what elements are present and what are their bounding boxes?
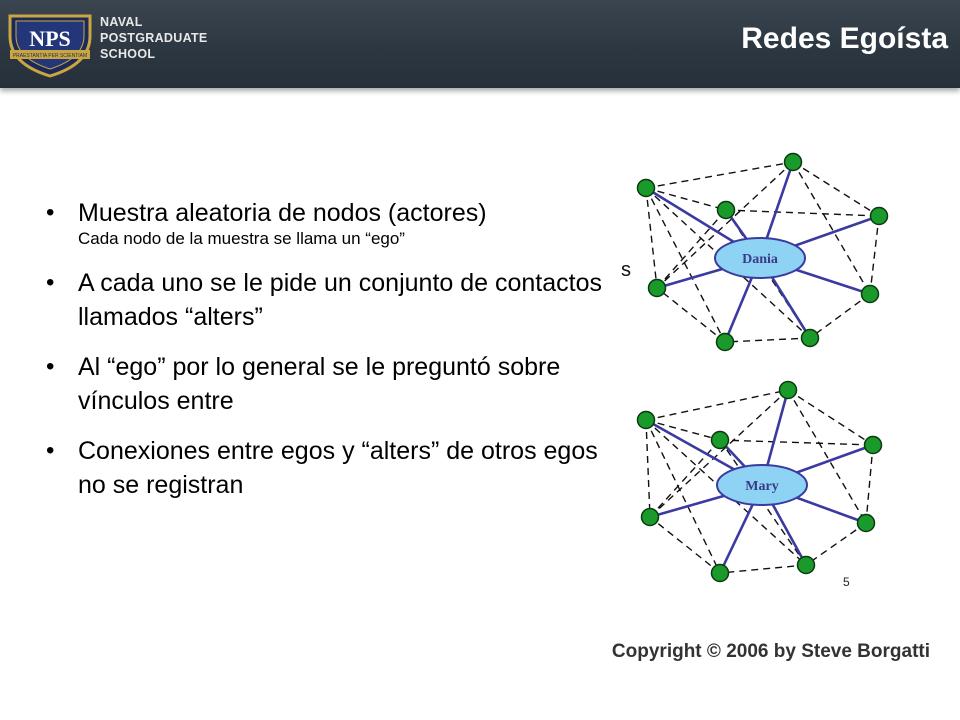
school-line-3: SCHOOL <box>100 47 156 61</box>
alter-node <box>863 435 883 455</box>
bullet-dot: • <box>46 269 55 296</box>
alter-node <box>796 555 816 575</box>
alter-node <box>715 332 735 352</box>
nps-logo: NPS PRAESTANTIA PER SCIENTIAM <box>8 14 92 78</box>
alter-tie-line <box>792 161 880 217</box>
alter-tie-line <box>645 389 789 421</box>
alter-node <box>710 563 730 583</box>
alter-node <box>710 430 730 450</box>
alter-tie-line <box>645 419 721 441</box>
alter-tie-line <box>649 439 721 518</box>
bullet-subtext: Cada nodo de la muestra se llama un “ego… <box>78 229 405 248</box>
bullet-item: • Muestra aleatoria de nodos (actores) C… <box>40 196 620 250</box>
alter-tie-line <box>645 161 794 189</box>
alter-tie-line <box>805 522 867 566</box>
stray-letter: s <box>621 259 631 281</box>
alter-node <box>783 152 803 172</box>
alter-node <box>636 178 656 198</box>
ego-network-dania: Dania <box>636 152 889 352</box>
bullet-text: A cada uno se le pide un conjunto de con… <box>78 269 602 331</box>
alter-node <box>856 513 876 533</box>
logo-letters: NPS <box>29 26 71 51</box>
slide-title: Redes Egoísta <box>741 22 948 55</box>
alter-node <box>778 380 798 400</box>
bullet-item: • Al “ego” por lo general se le preguntó… <box>40 350 620 418</box>
ego-label: Dania <box>742 252 778 267</box>
slide-number: 5 <box>843 575 850 589</box>
alter-tie-line <box>645 419 721 574</box>
alter-node <box>800 328 820 348</box>
alter-tie-line <box>719 439 874 446</box>
ego-node <box>716 464 808 506</box>
alter-tie-line <box>869 215 880 295</box>
alter-tie-line <box>787 389 874 446</box>
logo-motto: PRAESTANTIA PER SCIENTIAM <box>13 53 87 59</box>
bullet-text: Muestra aleatoria de nodos (actores) <box>78 199 487 227</box>
alter-tie-line <box>656 161 794 289</box>
alter-node <box>869 206 889 226</box>
bullet-list: • Muestra aleatoria de nodos (actores) C… <box>40 196 620 518</box>
alter-node <box>716 200 736 220</box>
bullet-dot: • <box>46 199 55 226</box>
bullet-item: • Conexiones entre egos y “alters” de ot… <box>40 434 620 502</box>
alter-tie-line <box>865 444 874 524</box>
bullet-text: Al “ego” por lo general se le preguntó s… <box>78 353 561 415</box>
bullet-text: Conexiones entre egos y “alters” de otro… <box>78 437 598 499</box>
alter-tie-line <box>792 161 871 295</box>
bullet-item: • A cada uno se le pide un conjunto de c… <box>40 266 620 334</box>
alter-tie-line <box>656 287 726 343</box>
alter-tie-line <box>656 209 727 289</box>
alter-tie-line <box>645 419 651 518</box>
school-line-2: POSTGRADUATE <box>100 31 208 45</box>
alter-tie-line <box>787 389 867 524</box>
alter-tie-line <box>725 209 880 217</box>
alter-tie-line <box>809 293 871 339</box>
alter-tie-line <box>649 389 789 518</box>
bullet-dot: • <box>46 353 55 380</box>
alter-node <box>647 278 667 298</box>
school-line-1: NAVAL <box>100 15 143 29</box>
alter-node <box>640 507 660 527</box>
alter-tie-line <box>724 337 811 343</box>
copyright-notice: Copyright © 2006 by Steve Borgatti <box>611 641 930 662</box>
ego-node <box>714 237 806 279</box>
alter-tie-line <box>645 187 658 289</box>
ego-label: Mary <box>745 479 778 494</box>
ego-network-mary: Mary <box>636 380 883 583</box>
alter-node <box>860 284 880 304</box>
alter-tie-line <box>645 187 727 211</box>
bullet-dot: • <box>46 437 55 464</box>
school-name: NAVAL POSTGRADUATE SCHOOL <box>100 14 208 62</box>
alter-tie-line <box>719 564 807 574</box>
alter-tie-line <box>649 516 721 574</box>
alter-tie-line <box>645 187 726 343</box>
alter-node <box>636 410 656 430</box>
header-bar: NPS PRAESTANTIA PER SCIENTIAM NAVAL POST… <box>0 0 960 88</box>
